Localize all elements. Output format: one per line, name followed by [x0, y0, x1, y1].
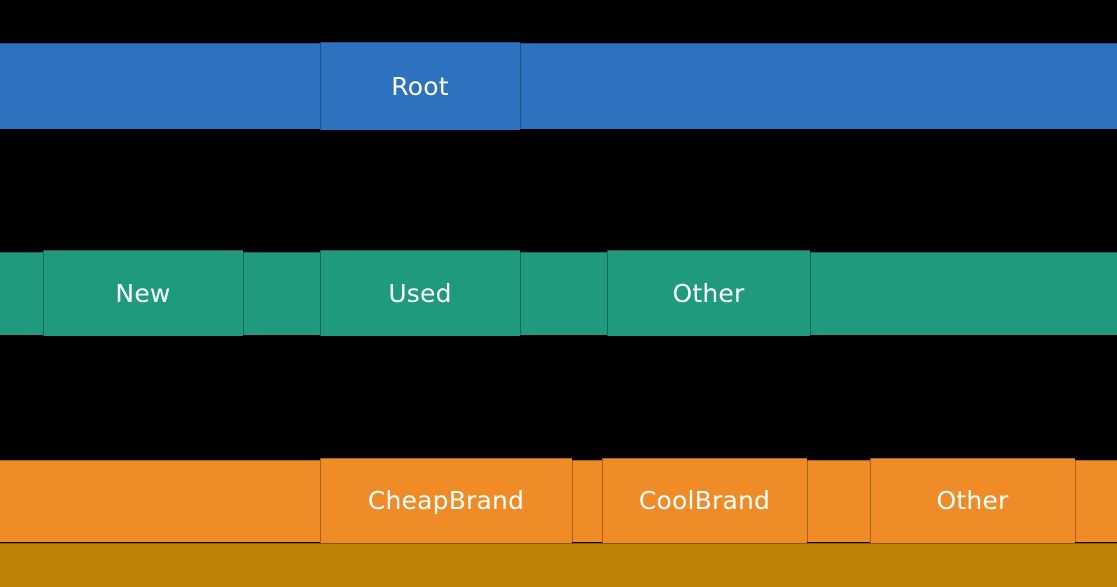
- icicle-node-root[interactable]: Root: [320, 42, 520, 130]
- icicle-node-condition-4[interactable]: [520, 252, 607, 335]
- icicle-node-brand-4[interactable]: [807, 460, 870, 542]
- icicle-node-condition-6[interactable]: [810, 252, 1117, 335]
- icicle-node-new[interactable]: New: [43, 250, 243, 336]
- icicle-node-label: CoolBrand: [638, 486, 771, 515]
- icicle-node-cheapbrand[interactable]: CheapBrand: [320, 458, 572, 543]
- icicle-node-label: New: [115, 278, 171, 308]
- icicle-node-label: Root: [391, 71, 449, 101]
- icicle-node-coolbrand[interactable]: CoolBrand: [602, 458, 807, 543]
- icicle-node-brand-6[interactable]: [1075, 460, 1117, 542]
- icicle-node-root-2[interactable]: [520, 43, 1117, 129]
- icicle-level-leaf: [0, 543, 1117, 587]
- icicle-node-used[interactable]: Used: [320, 250, 520, 336]
- icicle-node-leaf-0[interactable]: [0, 543, 1117, 587]
- icicle-level-brand: CheapBrand CoolBrand Other: [0, 458, 1117, 543]
- icicle-level-condition: New Used Other: [0, 250, 1117, 336]
- icicle-node-other[interactable]: Other: [607, 250, 810, 336]
- icicle-level-root: Root: [0, 42, 1117, 130]
- icicle-node-label: Other: [936, 486, 1009, 515]
- icicle-node-condition-0[interactable]: [0, 252, 43, 335]
- icicle-node-root-0[interactable]: [0, 43, 320, 129]
- icicle-node-label: CheapBrand: [367, 486, 525, 515]
- icicle-node-label: Used: [388, 278, 452, 308]
- icicle-node-other[interactable]: Other: [870, 458, 1075, 543]
- icicle-node-label: Other: [672, 278, 745, 308]
- icicle-node-condition-2[interactable]: [243, 252, 320, 335]
- icicle-node-brand-0[interactable]: [0, 460, 320, 542]
- icicle-node-brand-2[interactable]: [572, 460, 602, 542]
